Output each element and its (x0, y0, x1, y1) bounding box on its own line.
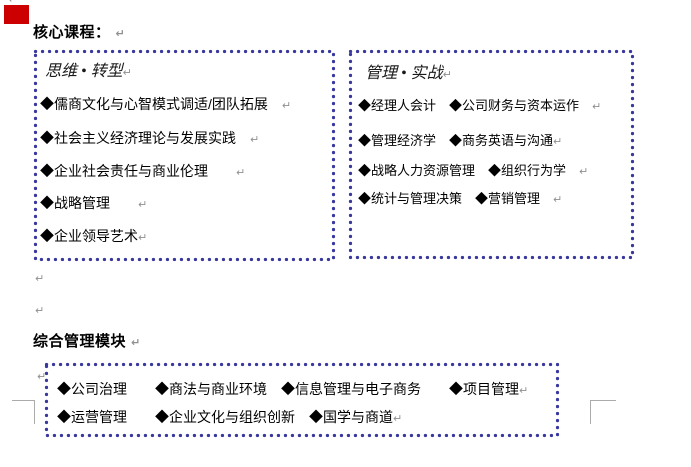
dotted-border (348, 49, 635, 260)
core-courses-heading: 核心课程： ↵ (33, 24, 125, 42)
thinking-transformation-box: 思维 • 转型↵ ◆儒商文化与心智模式调适/团队拓展 ↵ ◆社会主义经济理论与发… (33, 49, 336, 262)
course-item-text: ◆管理经济学 ◆商务英语与沟通 (358, 133, 554, 148)
dotted-border (44, 362, 560, 438)
course-item: ◆企业社会责任与商业伦理 ↵ (40, 163, 245, 179)
course-item: ◆企业领导艺术↵ (40, 228, 147, 244)
general-module-heading: 综合管理模块 ↵ (33, 333, 141, 351)
margin-corner-mark-left (34, 400, 35, 424)
course-item-text: ◆经理人会计 ◆公司财务与资本运作 (358, 98, 593, 113)
paragraph-mark: ↵ (115, 27, 126, 40)
margin-corner-mark-right (590, 400, 616, 401)
paragraph-mark: ↵ (122, 66, 132, 79)
course-item-text: ◆儒商文化与心智模式调适/团队拓展 (40, 96, 282, 112)
course-item: ◆战略人力资源管理 ◆组织行为学 ↵ (358, 163, 588, 179)
course-item-text: ◆企业社会责任与商业伦理 (40, 163, 236, 179)
paragraph-mark: ↵ (138, 198, 148, 211)
course-item-text: ◆企业领导艺术 (40, 228, 138, 244)
paragraph-mark: ↵ (250, 133, 260, 146)
course-item-text: ◆战略管理 (40, 195, 138, 211)
paragraph-mark: ↵ (131, 336, 141, 349)
paragraph-mark: ↵ (393, 412, 403, 425)
margin-corner-mark-left (12, 400, 35, 401)
paragraph-mark: ↵ (138, 231, 148, 244)
course-item: ◆运营管理 ◆企业文化与组织创新 ◆国学与商道↵ (57, 409, 402, 425)
general-management-box: ◆公司治理 ◆商法与商业环境 ◆信息管理与电子商务 ◆项目管理↵ ◆运营管理 ◆… (44, 362, 560, 438)
paragraph-mark: ↵ (37, 370, 47, 383)
paragraph-mark: ↵ (442, 68, 452, 81)
paragraph-mark: ↵ (281, 99, 292, 112)
paragraph-mark: ↵ (236, 166, 246, 179)
heading-text: 综合管理模块 (33, 333, 127, 350)
paragraph-mark: ↵ (519, 384, 529, 397)
course-item-text: ◆战略人力资源管理 ◆组织行为学 (358, 163, 580, 178)
paragraph-mark: ↵ (592, 100, 602, 113)
heading-text: 核心课程： (33, 24, 111, 41)
box-title-text: 思维 • 转型 (45, 63, 123, 80)
box-title: 管理 • 实战↵ (365, 64, 452, 83)
paragraph-mark: ↵ (35, 272, 45, 285)
course-item: ◆公司治理 ◆商法与商业环境 ◆信息管理与电子商务 ◆项目管理↵ (57, 381, 528, 397)
paragraph-mark: ↵ (553, 193, 563, 206)
paragraph-mark: ↵ (8, 0, 18, 5)
course-item: ◆管理经济学 ◆商务英语与沟通↵ (358, 133, 562, 149)
course-item: ◆统计与管理决策 ◆营销管理 ↵ (358, 191, 562, 207)
course-item-text: ◆运营管理 ◆企业文化与组织创新 ◆国学与商道 (57, 409, 393, 425)
course-item-text: ◆公司治理 ◆商法与商业环境 ◆信息管理与电子商务 ◆项目管理 (57, 381, 519, 397)
course-item-text: ◆统计与管理决策 ◆营销管理 (358, 191, 554, 206)
paragraph-mark: ↵ (553, 135, 563, 148)
box-title: 思维 • 转型↵ (45, 62, 132, 81)
course-item: ◆经理人会计 ◆公司财务与资本运作 ↵ (358, 98, 601, 114)
paragraph-mark: ↵ (35, 304, 45, 317)
management-practice-box: 管理 • 实战↵ ◆经理人会计 ◆公司财务与资本运作 ↵ ◆管理经济学 ◆商务英… (348, 49, 635, 260)
course-item-text: ◆社会主义经济理论与发展实践 (40, 130, 250, 146)
course-item: ◆社会主义经济理论与发展实践 ↵ (40, 130, 259, 146)
box-title-text: 管理 • 实战 (365, 65, 443, 82)
paragraph-mark: ↵ (579, 165, 589, 178)
course-item: ◆儒商文化与心智模式调适/团队拓展 ↵ (40, 96, 291, 112)
course-item: ◆战略管理 ↵ (40, 195, 147, 211)
margin-corner-mark-right (590, 400, 591, 424)
red-marker-box (4, 5, 29, 24)
